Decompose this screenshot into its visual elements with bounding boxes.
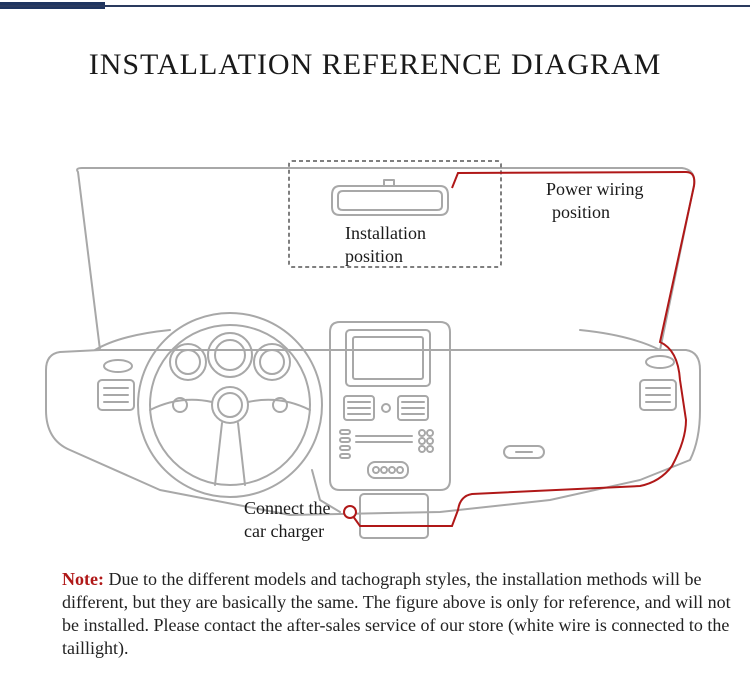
center-console (329, 321, 451, 491)
left-gauge (169, 343, 207, 381)
right-vent (639, 379, 677, 411)
left-speaker (103, 359, 133, 373)
power-wiring-position-label: Power wiring position (546, 179, 644, 222)
right-gauge (253, 343, 291, 381)
steering-wheel-hub (211, 386, 249, 424)
page-title: INSTALLATION REFERENCE DIAGRAM (88, 48, 662, 81)
header-rule (0, 5, 750, 7)
glovebox-handle (503, 445, 545, 459)
center-gauge (207, 332, 253, 378)
dashboard-diagram (45, 160, 701, 539)
right-speaker (645, 355, 675, 369)
center-screen (345, 329, 431, 387)
dashboard-outline (45, 349, 701, 516)
note-key: Note: (62, 569, 104, 589)
installation-position-label: Installation position (345, 223, 426, 266)
steering-wheel-outer (137, 312, 323, 498)
power-wire (349, 170, 696, 527)
rearview-mirror (331, 185, 449, 216)
installation-area-box (288, 160, 502, 268)
left-vent (97, 379, 135, 411)
connect-car-charger-label: Connect the car charger (244, 498, 331, 541)
note-text: Due to the different models and tachogra… (62, 569, 731, 658)
note-paragraph: Note: Due to the different models and ta… (62, 568, 732, 660)
charger-connector (343, 505, 357, 519)
